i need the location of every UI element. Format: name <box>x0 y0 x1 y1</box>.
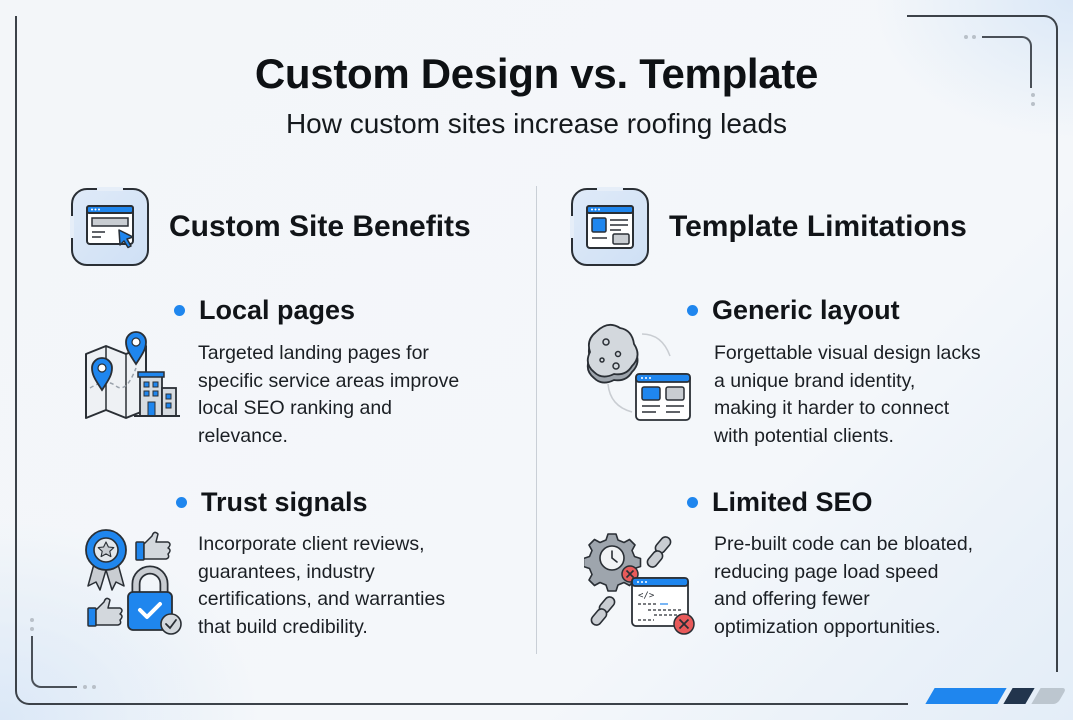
decor-dot <box>964 35 968 39</box>
column-header-custom: Custom Site Benefits <box>70 187 471 266</box>
description-line: Incorporate client reviews, <box>198 533 425 555</box>
description-line: Forgettable visual design lacks <box>714 342 981 364</box>
description-line: certifications, and warranties <box>198 588 446 610</box>
item-description: Pre-built code can be bloated, reducing … <box>714 531 973 641</box>
decor-dot <box>83 685 87 689</box>
column-heading: Custom Site Benefits <box>169 210 471 243</box>
item-description: Incorporate client reviews, guarantees, … <box>198 531 445 641</box>
item-title-text: Trust signals <box>201 487 368 517</box>
accent-stripes <box>922 688 1067 704</box>
description-line: and offering fewer <box>714 588 870 610</box>
frame-line <box>907 15 1041 17</box>
description-line: local SEO ranking and <box>198 397 393 419</box>
column-heading: Template Limitations <box>669 210 967 243</box>
frame-line <box>15 16 17 688</box>
stripe-gray <box>1031 688 1067 704</box>
description-line: making it harder to connect <box>714 397 950 419</box>
description-line: optimization opportunities. <box>714 615 941 638</box>
decor-dot <box>92 685 96 689</box>
page-title: Custom Design vs. Template <box>254 50 819 97</box>
frame-line <box>36 703 908 705</box>
page-subtitle: How custom sites increase roofing leads <box>285 108 788 139</box>
column-header-template: Template Limitations <box>570 187 967 266</box>
stripe-navy <box>1003 688 1035 704</box>
item-description: Targeted landing pages for specific serv… <box>198 340 459 450</box>
item-title-trust-signals: Trust signals <box>176 487 368 518</box>
corner-bracket <box>982 36 1032 88</box>
bullet-icon <box>176 497 187 508</box>
decor-dot <box>1031 102 1035 106</box>
description-line: a unique brand identity, <box>714 369 916 392</box>
frame-line <box>1056 40 1058 672</box>
item-title-generic-layout: Generic layout <box>687 295 900 326</box>
frame-corner <box>15 676 37 705</box>
description-line: Pre-built code can be bloated, <box>714 533 974 555</box>
map-pin-building-icon <box>84 328 184 425</box>
decor-dot <box>1031 93 1035 97</box>
decor-dot <box>972 35 976 39</box>
browser-layout-icon <box>570 187 649 266</box>
item-title-text: Local pages <box>199 295 356 325</box>
item-title-limited-seo: Limited SEO <box>687 487 873 518</box>
item-title-text: Limited SEO <box>712 487 873 517</box>
decor-dot <box>30 618 34 622</box>
item-description: Forgettable visual design lacks a unique… <box>714 340 981 450</box>
svg-text:</>: </> <box>638 591 655 601</box>
column-divider <box>536 186 537 654</box>
bullet-icon <box>687 305 698 316</box>
bullet-icon <box>687 497 698 508</box>
description-line: reducing page load speed <box>714 560 939 583</box>
description-line: with potential clients. <box>714 424 894 447</box>
description-line: that build credibility. <box>198 615 368 638</box>
item-title-local-pages: Local pages <box>174 295 355 326</box>
decor-dot <box>30 627 34 631</box>
description-line: guarantees, industry <box>198 560 375 583</box>
cookie-cutter-layout-icon <box>582 320 697 435</box>
gear-broken-link-code-icon: </> <box>582 530 696 645</box>
description-line: relevance. <box>198 424 288 447</box>
item-title-text: Generic layout <box>712 295 900 325</box>
stripe-blue <box>925 688 1007 704</box>
bullet-icon <box>174 305 185 316</box>
frame-corner <box>1036 15 1058 41</box>
description-line: Targeted landing pages for <box>198 342 429 364</box>
description-line: specific service areas improve <box>198 369 460 392</box>
corner-bracket <box>31 636 77 688</box>
browser-cursor-icon <box>70 187 149 266</box>
award-thumbs-lock-icon <box>84 528 184 645</box>
